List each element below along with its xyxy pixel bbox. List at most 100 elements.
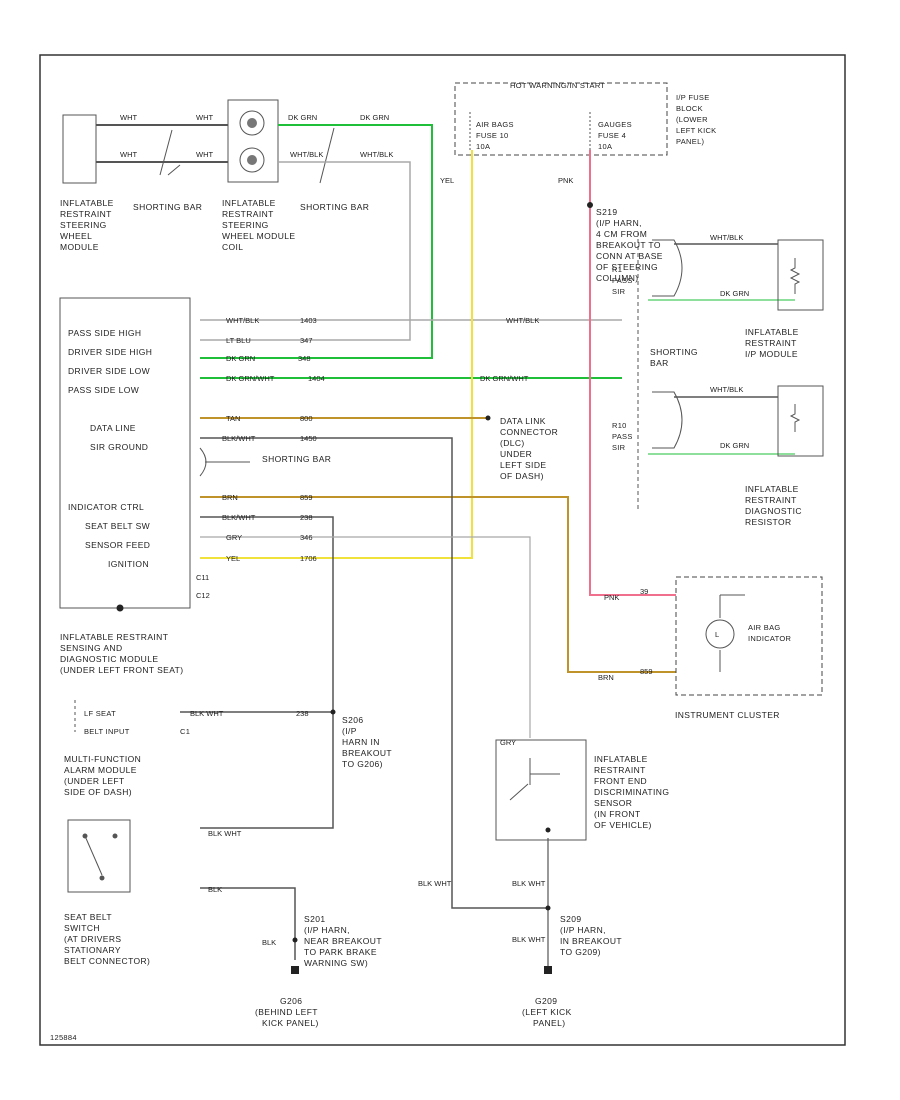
svg-text:OF VEHICLE): OF VEHICLE)	[594, 820, 652, 830]
splice-s206: S206 (I/P HARN IN BREAKOUT TO G206)	[330, 709, 392, 769]
svg-text:SENSOR: SENSOR	[594, 798, 632, 808]
svg-text:INFLATABLE: INFLATABLE	[60, 198, 114, 208]
svg-text:BAR: BAR	[650, 358, 669, 368]
svg-text:PASS SIDE HIGH: PASS SIDE HIGH	[68, 328, 141, 338]
svg-text:BLK/WHT: BLK/WHT	[222, 513, 256, 522]
svg-text:TO PARK BRAKE: TO PARK BRAKE	[304, 947, 377, 957]
diagnostic-resistor: WHT/BLK DK GRN R10 PASS SIR INFLATABLE R…	[612, 385, 824, 527]
svg-text:BRN: BRN	[222, 493, 238, 502]
svg-text:(BEHIND LEFT: (BEHIND LEFT	[255, 1007, 318, 1017]
svg-text:BLK WHT: BLK WHT	[208, 829, 242, 838]
svg-text:BRN: BRN	[598, 673, 614, 682]
svg-text:G206: G206	[280, 996, 302, 1006]
fuse-gauges-l2: FUSE 4	[598, 131, 626, 140]
svg-text:S219: S219	[596, 207, 617, 217]
svg-text:800: 800	[300, 414, 313, 423]
svg-text:4 CM FROM: 4 CM FROM	[596, 229, 647, 239]
svg-text:346: 346	[300, 533, 313, 542]
svg-text:238: 238	[296, 709, 309, 718]
svg-text:DATA LINE: DATA LINE	[90, 423, 136, 433]
svg-text:OF DASH): OF DASH)	[500, 471, 544, 481]
svg-text:TO G206): TO G206)	[342, 759, 383, 769]
svg-text:SHORTING BAR: SHORTING BAR	[133, 202, 202, 212]
alarm-module-label: MULTI-FUNCTION ALARM MODULE (UNDER LEFT …	[64, 754, 141, 797]
svg-text:INFLATABLE: INFLATABLE	[745, 484, 799, 494]
svg-text:STEERING: STEERING	[222, 220, 269, 230]
svg-text:DK GRN/WHT: DK GRN/WHT	[226, 374, 275, 383]
svg-text:PNK: PNK	[558, 176, 573, 185]
dark-wires: BLK/WHT 1450 BLK/WHT 238 GRY 346 BLK WHT…	[180, 434, 549, 970]
fuse-gauges-l1: GAUGES	[598, 120, 632, 129]
seat-belt-switch: SEAT BELT SWITCH (AT DRIVERS STATIONARY …	[64, 819, 150, 966]
svg-text:WHT/BLK: WHT/BLK	[360, 150, 393, 159]
svg-text:TO G209): TO G209)	[560, 947, 601, 957]
svg-text:BELT INPUT: BELT INPUT	[84, 727, 130, 736]
svg-text:SIR GROUND: SIR GROUND	[90, 442, 148, 452]
data-link-connector: DATA LINK CONNECTOR (DLC) UNDER LEFT SID…	[485, 415, 558, 481]
svg-text:WHEEL MODULE: WHEEL MODULE	[222, 231, 295, 241]
svg-text:SIR: SIR	[612, 443, 626, 452]
svg-text:SEAT BELT SW: SEAT BELT SW	[85, 521, 150, 531]
svg-text:WHT/BLK: WHT/BLK	[290, 150, 323, 159]
steering-wheel-module: INFLATABLE RESTRAINT STEERING WHEEL MODU…	[60, 114, 114, 252]
svg-text:STATIONARY: STATIONARY	[64, 945, 121, 955]
svg-text:CONN AT BASE: CONN AT BASE	[596, 251, 663, 261]
svg-text:(I/P: (I/P	[342, 726, 357, 736]
svg-text:STEERING: STEERING	[60, 220, 107, 230]
svg-text:YEL: YEL	[440, 176, 454, 185]
svg-text:347: 347	[300, 336, 313, 345]
svg-text:HARN IN: HARN IN	[342, 737, 380, 747]
ground-g209: G209 (LEFT KICK PANEL)	[522, 966, 571, 1028]
svg-text:R10: R10	[612, 421, 627, 430]
svg-text:MODULE: MODULE	[60, 242, 99, 252]
svg-text:C11: C11	[196, 573, 209, 582]
fuse-block-label: I/P FUSE BLOCK (LOWER LEFT KICK PANEL)	[676, 93, 716, 146]
svg-text:L: L	[715, 630, 719, 639]
svg-text:PASS SIDE LOW: PASS SIDE LOW	[68, 385, 139, 395]
sdm-label: INFLATABLE RESTRAINT SENSING AND DIAGNOS…	[60, 632, 184, 675]
svg-text:S201: S201	[304, 914, 325, 924]
svg-text:C12: C12	[196, 591, 210, 600]
svg-text:PNK: PNK	[604, 593, 619, 602]
svg-text:SIR: SIR	[612, 287, 626, 296]
svg-text:DRIVER SIDE HIGH: DRIVER SIDE HIGH	[68, 347, 152, 357]
svg-text:859: 859	[300, 493, 313, 502]
svg-text:RESTRAINT: RESTRAINT	[745, 338, 797, 348]
svg-text:WHT: WHT	[196, 113, 213, 122]
svg-text:COIL: COIL	[222, 242, 243, 252]
svg-text:INSTRUMENT CLUSTER: INSTRUMENT CLUSTER	[675, 710, 780, 720]
svg-text:DIAGNOSTIC: DIAGNOSTIC	[745, 506, 802, 516]
svg-text:INFLATABLE: INFLATABLE	[222, 198, 276, 208]
svg-text:INFLATABLE: INFLATABLE	[594, 754, 648, 764]
svg-text:IN BREAKOUT: IN BREAKOUT	[560, 936, 622, 946]
svg-text:BLK WHT: BLK WHT	[190, 709, 224, 718]
svg-text:GRY: GRY	[226, 533, 242, 542]
svg-text:SEAT BELT: SEAT BELT	[64, 912, 112, 922]
brown-wires: TAN 800 BRN 859 BRN 859	[200, 414, 676, 682]
svg-text:BLK/WHT: BLK/WHT	[222, 434, 256, 443]
shorting-bar-1: SHORTING BAR	[133, 202, 202, 212]
svg-text:(UNDER LEFT FRONT SEAT): (UNDER LEFT FRONT SEAT)	[60, 665, 184, 675]
svg-text:BLK WHT: BLK WHT	[512, 879, 546, 888]
svg-text:WARNING SW): WARNING SW)	[304, 958, 368, 968]
svg-text:859: 859	[640, 667, 653, 676]
svg-text:(IN FRONT: (IN FRONT	[594, 809, 641, 819]
green-wires: DK GRN DK GRN DK GRN 348 DK GRN/WHT 1404…	[200, 113, 795, 455]
svg-text:1450: 1450	[300, 434, 317, 443]
fuse-airbag-l2: FUSE 10	[476, 131, 509, 140]
lf-seat-belt-input: LF SEAT BELT INPUT C1	[74, 700, 190, 736]
svg-text:348: 348	[298, 354, 311, 363]
svg-text:S209: S209	[560, 914, 581, 924]
svg-text:RESTRAINT: RESTRAINT	[60, 209, 112, 219]
splice-s201: S201 (I/P HARN, NEAR BREAKOUT TO PARK BR…	[292, 914, 382, 968]
fuse-airbag-l1: AIR BAGS	[476, 120, 514, 129]
svg-text:BLOCK: BLOCK	[676, 104, 703, 113]
svg-text:WHT/BLK: WHT/BLK	[506, 316, 539, 325]
sdm-pin-labels: PASS SIDE HIGH DRIVER SIDE HIGH DRIVER S…	[68, 328, 210, 600]
svg-text:DRIVER SIDE LOW: DRIVER SIDE LOW	[68, 366, 150, 376]
svg-text:LT BLU: LT BLU	[226, 336, 251, 345]
svg-text:RESTRAINT: RESTRAINT	[594, 765, 646, 775]
svg-text:I/P FUSE: I/P FUSE	[676, 93, 710, 102]
svg-text:BREAKOUT: BREAKOUT	[342, 748, 392, 758]
